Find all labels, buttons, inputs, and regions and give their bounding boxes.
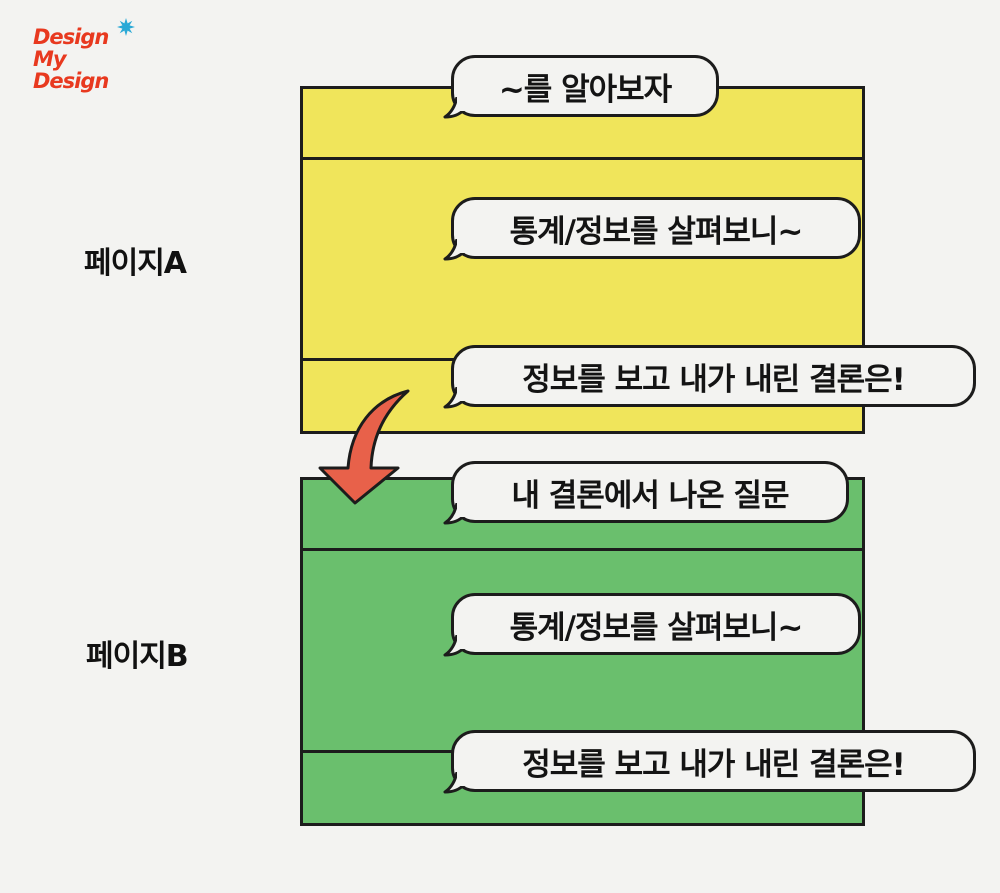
bubble-tail-icon: [443, 239, 471, 261]
page-a-bubble-info: 통계/정보를 살펴보니~: [443, 197, 861, 261]
bubble-text: 정보를 보고 내가 내린 결론은!: [522, 361, 906, 398]
page-a-bubble-title: ~를 알아보자: [443, 55, 719, 119]
page-a-label: 페이지A: [84, 246, 187, 281]
bubble-tail-icon: [443, 97, 471, 119]
curved-down-arrow-icon: [318, 389, 410, 505]
bubble-tail-icon: [443, 772, 471, 794]
bubble-text: 통계/정보를 살펴보니~: [509, 213, 804, 250]
page-b-bubble-info: 통계/정보를 살펴보니~: [443, 593, 861, 657]
page-b-bubble-conclusion: 정보를 보고 내가 내린 결론은!: [443, 730, 976, 794]
bubble-text: ~를 알아보자: [498, 71, 672, 108]
bubble-tail-icon: [443, 503, 471, 525]
page-a-divider-1: [303, 157, 862, 160]
star-icon: [117, 18, 135, 36]
bubble-tail-icon: [443, 387, 471, 409]
page-b-bubble-question: 내 결론에서 나온 질문: [443, 461, 849, 525]
bubble-text: 내 결론에서 나온 질문: [511, 477, 789, 514]
bubble-text: 정보를 보고 내가 내린 결론은!: [522, 746, 906, 783]
logo: Design My Design: [33, 25, 109, 93]
page-b-divider-1: [303, 548, 862, 551]
logo-line-2: My: [33, 47, 67, 71]
bubble-text: 통계/정보를 살펴보니~: [509, 609, 804, 646]
bubble-tail-icon: [443, 635, 471, 657]
page-b-label: 페이지B: [86, 639, 189, 674]
page-a-bubble-conclusion: 정보를 보고 내가 내린 결론은!: [443, 345, 976, 409]
logo-line-1: Design: [33, 25, 109, 49]
logo-line-3: Design: [33, 69, 109, 93]
